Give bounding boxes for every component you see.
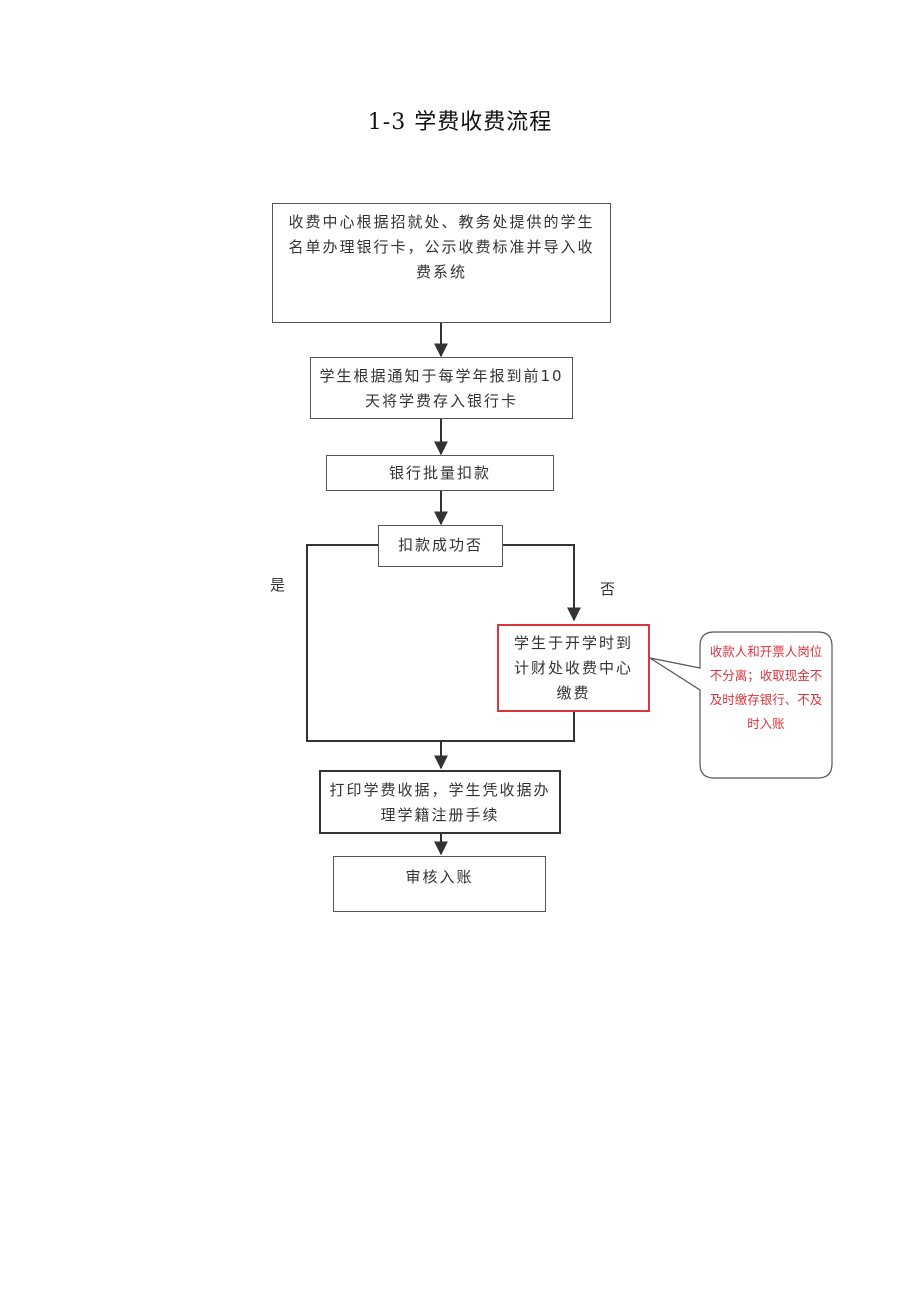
- decision-deduction-success-text: 扣款成功否: [397, 536, 483, 554]
- step-audit-entry: 审核入账: [333, 856, 546, 912]
- step-enroll-bank-card-text: 收费中心根据招就处、教务处提供的学生名单办理银行卡，公示收费标准并导入收费系统: [288, 213, 595, 281]
- step-print-receipt-text: 打印学费收据，学生凭收据办理学籍注册手续: [329, 781, 551, 824]
- step-pay-at-finance-office: 学生于开学时到计财处收费中心缴费: [497, 624, 650, 712]
- no-branch-label: 否: [600, 580, 616, 598]
- step-bank-deduction-text: 银行批量扣款: [388, 464, 491, 482]
- step-audit-entry-text: 审核入账: [405, 868, 474, 886]
- step-pay-at-finance-office-text: 学生于开学时到计财处收费中心缴费: [513, 634, 633, 702]
- risk-callout-bubble: [649, 631, 833, 779]
- risk-note-text: 收款人和开票人岗位不分离；收取现金不及时缴存银行、不及时入账: [709, 644, 823, 731]
- yes-branch-label: 是: [270, 576, 286, 594]
- decision-deduction-success: 扣款成功否: [378, 525, 503, 567]
- page-title: 1-3 学费收费流程: [367, 110, 553, 135]
- no-branch-line: [503, 544, 581, 622]
- yes-branch-line: [306, 544, 441, 742]
- step-enroll-bank-card: 收费中心根据招就处、教务处提供的学生名单办理银行卡，公示收费标准并导入收费系统: [272, 203, 611, 323]
- step-print-receipt: 打印学费收据，学生凭收据办理学籍注册手续: [319, 770, 561, 834]
- step-bank-deduction: 银行批量扣款: [326, 455, 554, 491]
- step-deposit-tuition: 学生根据通知于每学年报到前10天将学费存入银行卡: [310, 357, 573, 419]
- step-deposit-tuition-text: 学生根据通知于每学年报到前10天将学费存入银行卡: [319, 367, 564, 410]
- no-step-merge-line: [441, 711, 575, 742]
